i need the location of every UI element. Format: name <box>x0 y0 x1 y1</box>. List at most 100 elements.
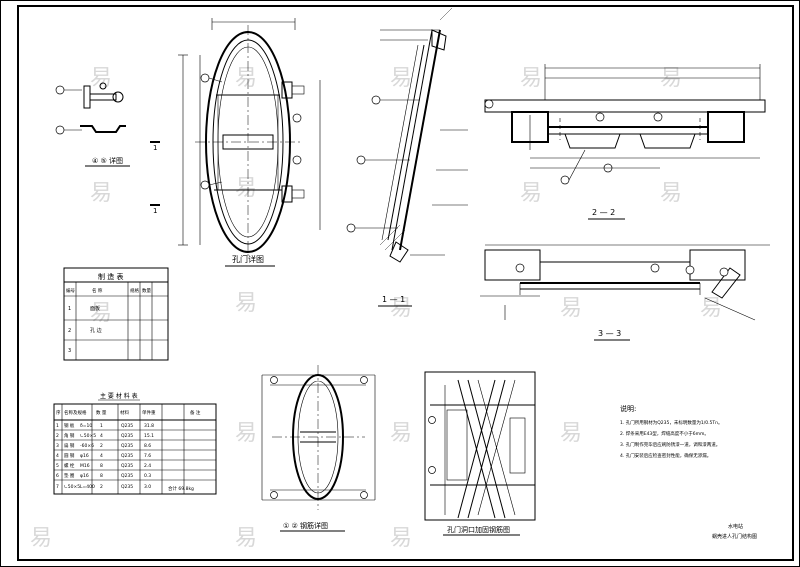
mat-cell: Q235 <box>121 443 133 449</box>
section-3-3: 3 — 3 <box>480 244 770 341</box>
watermark-11: 易 <box>235 291 257 316</box>
note-4: 4. 孔门安装后应检查密封性能，确保无渗漏。 <box>620 452 711 459</box>
mat-row-0: 1 钢 板 δ=10 1 Q235 31.8 <box>56 422 154 429</box>
mat-cell: 3.0 <box>144 484 151 490</box>
mat-cell: 4 <box>100 433 103 439</box>
mat-cell: 6 <box>56 473 59 479</box>
materials-table: 主 要 材 料 表 序 名称及规格 数 量 材料 单件重 备 注 1 钢 板 δ… <box>53 392 217 495</box>
mat-row-2: 3 扁 钢 -60×6 2 Q235 8.6 <box>56 442 151 449</box>
fab-cell-0-0: 1 <box>68 306 71 312</box>
watermark-9: 易 <box>660 181 682 206</box>
mat-cell: ∟50×5 <box>64 484 80 490</box>
notes-title: 说明: <box>620 404 636 413</box>
section-mark-1b: 1 <box>153 207 157 215</box>
note-2: 2. 焊条采用E43型，焊缝高度不小于6mm。 <box>620 430 709 437</box>
mat-cell: 角 钢 <box>64 432 75 439</box>
fabrication-table: 制 造 表 编号 名 称 规格 数量 1 面板 2 孔 边 3 <box>63 267 169 361</box>
fab-cell-1-1: 孔 边 <box>90 327 102 334</box>
mat-cell: ∟50×5 <box>80 433 96 439</box>
mat-cell: 15.1 <box>144 433 154 439</box>
mat-cell: 8 <box>100 473 103 479</box>
mat-cell: -60×6 <box>80 443 94 449</box>
mat-cell: 2 <box>100 484 103 490</box>
mat-header-1: 名称及规格 <box>64 409 87 416</box>
mat-cell: 4 <box>56 453 59 459</box>
watermark-8: 易 <box>520 181 542 206</box>
detail-small-title: ④ ⑤ 详图 <box>92 156 123 165</box>
mat-cell: 螺 栓 <box>64 462 75 469</box>
frame-detail: 孔门洞口加固钢筋图 <box>424 371 536 536</box>
mat-cell: L=400 <box>80 484 95 490</box>
watermark-14: 易 <box>700 296 722 321</box>
watermark-4: 易 <box>520 66 542 91</box>
mat-row-6: 7 ∟50×5 L=400 2 Q235 3.0 <box>56 484 151 490</box>
watermark-15: 易 <box>235 421 257 446</box>
materials-table-title: 主 要 材 料 表 <box>100 392 138 400</box>
watermark-18: 易 <box>30 526 52 551</box>
detail-small: ④ ⑤ 详图 <box>55 82 130 167</box>
fab-cell-2-0: 3 <box>68 348 71 354</box>
mat-cell: 5 <box>56 463 59 469</box>
plan-detail-title: ① ② 钢筋详图 <box>283 521 328 530</box>
mat-cell: Q235 <box>121 423 133 429</box>
mat-cell: M16 <box>80 463 90 469</box>
front-elevation-title: 孔门详图 <box>232 254 264 264</box>
mat-cell: 31.8 <box>144 423 154 429</box>
watermarks: 易 易 易 易 易 易 易 易 易 易 易 易 易 易 易 易 易 易 易 易 <box>30 66 722 551</box>
mat-cell: 3 <box>56 443 59 449</box>
mat-header-0: 序 <box>56 409 61 416</box>
mat-row-3: 4 圆 钢 φ16 4 Q235 7.6 <box>56 452 151 459</box>
fab-header-0: 编号 <box>66 287 75 294</box>
mat-cell: 2 <box>56 433 59 439</box>
mat-cell: Q235 <box>121 463 133 469</box>
notes: 说明: 1. 孔门所用钢材为Q235，未标明数量为1/0.5Tn。 2. 焊条采… <box>620 404 723 459</box>
inner-border <box>17 5 794 561</box>
mat-header-2: 数 量 <box>96 409 107 416</box>
mat-cell: Q235 <box>121 473 133 479</box>
fab-header-3: 数量 <box>142 287 151 294</box>
mat-cell: Q235 <box>121 484 133 490</box>
title-block: 水电站 蜗壳进人孔门结构图 <box>712 523 757 540</box>
frame-detail-title: 孔门洞口加固钢筋图 <box>447 525 510 534</box>
mat-cell: Q235 <box>121 433 133 439</box>
mat-cell: 扁 钢 <box>64 442 75 449</box>
watermark-6: 易 <box>90 181 112 206</box>
mat-row-5: 6 垫 圈 φ16 8 Q235 0.3 <box>56 472 151 479</box>
fab-header-2: 规格 <box>130 287 139 294</box>
section-3-title: 3 — 3 <box>598 329 621 338</box>
title-line-2: 蜗壳进人孔门结构图 <box>712 533 757 540</box>
fab-cell-0-1: 面板 <box>90 305 100 312</box>
watermark-1: 易 <box>90 66 112 91</box>
watermark-7: 易 <box>235 176 257 201</box>
watermark-3: 易 <box>390 66 412 91</box>
title-line-1: 水电站 <box>728 523 743 530</box>
mat-cell: φ16 <box>80 473 89 479</box>
mat-header-5: 备 注 <box>190 409 201 416</box>
watermark-12: 易 <box>390 296 412 321</box>
watermark-19: 易 <box>235 526 257 551</box>
mat-cell: 圆 钢 <box>64 452 75 459</box>
mat-cell: 8.6 <box>144 443 151 449</box>
mat-cell: 7 <box>56 484 59 490</box>
front-elevation: 1 1 孔门详图 <box>150 18 321 267</box>
mat-cell: 钢 板 <box>64 422 75 429</box>
mat-cell: 8 <box>100 463 103 469</box>
plan-detail: ① ② 钢筋详图 <box>261 365 376 532</box>
fab-cell-1-0: 2 <box>68 328 71 334</box>
mat-cell: φ16 <box>80 453 89 459</box>
watermark-10: 易 <box>90 301 112 326</box>
section-1-title: 1 — 1 <box>382 295 405 304</box>
mat-cell: 垫 圈 <box>64 472 75 479</box>
mat-row-4: 5 螺 栓 M16 8 Q235 2.4 <box>56 462 151 469</box>
section-1-1: 1 — 1 <box>346 7 468 307</box>
mat-cell: 2.4 <box>144 463 151 469</box>
mat-cell: δ=10 <box>80 423 92 429</box>
mat-row-1: 2 角 钢 ∟50×5 4 Q235 15.1 <box>56 432 154 439</box>
mat-cell: 4 <box>100 453 103 459</box>
note-1: 1. 孔门所用钢材为Q235，未标明数量为1/0.5Tn。 <box>620 419 723 426</box>
mat-cell: Q235 <box>121 453 133 459</box>
watermark-16: 易 <box>390 421 412 446</box>
materials-total: 合计 69.8kg <box>168 485 194 492</box>
watermark-17: 易 <box>560 421 582 446</box>
section-2-2: 2 — 2 <box>484 64 766 220</box>
